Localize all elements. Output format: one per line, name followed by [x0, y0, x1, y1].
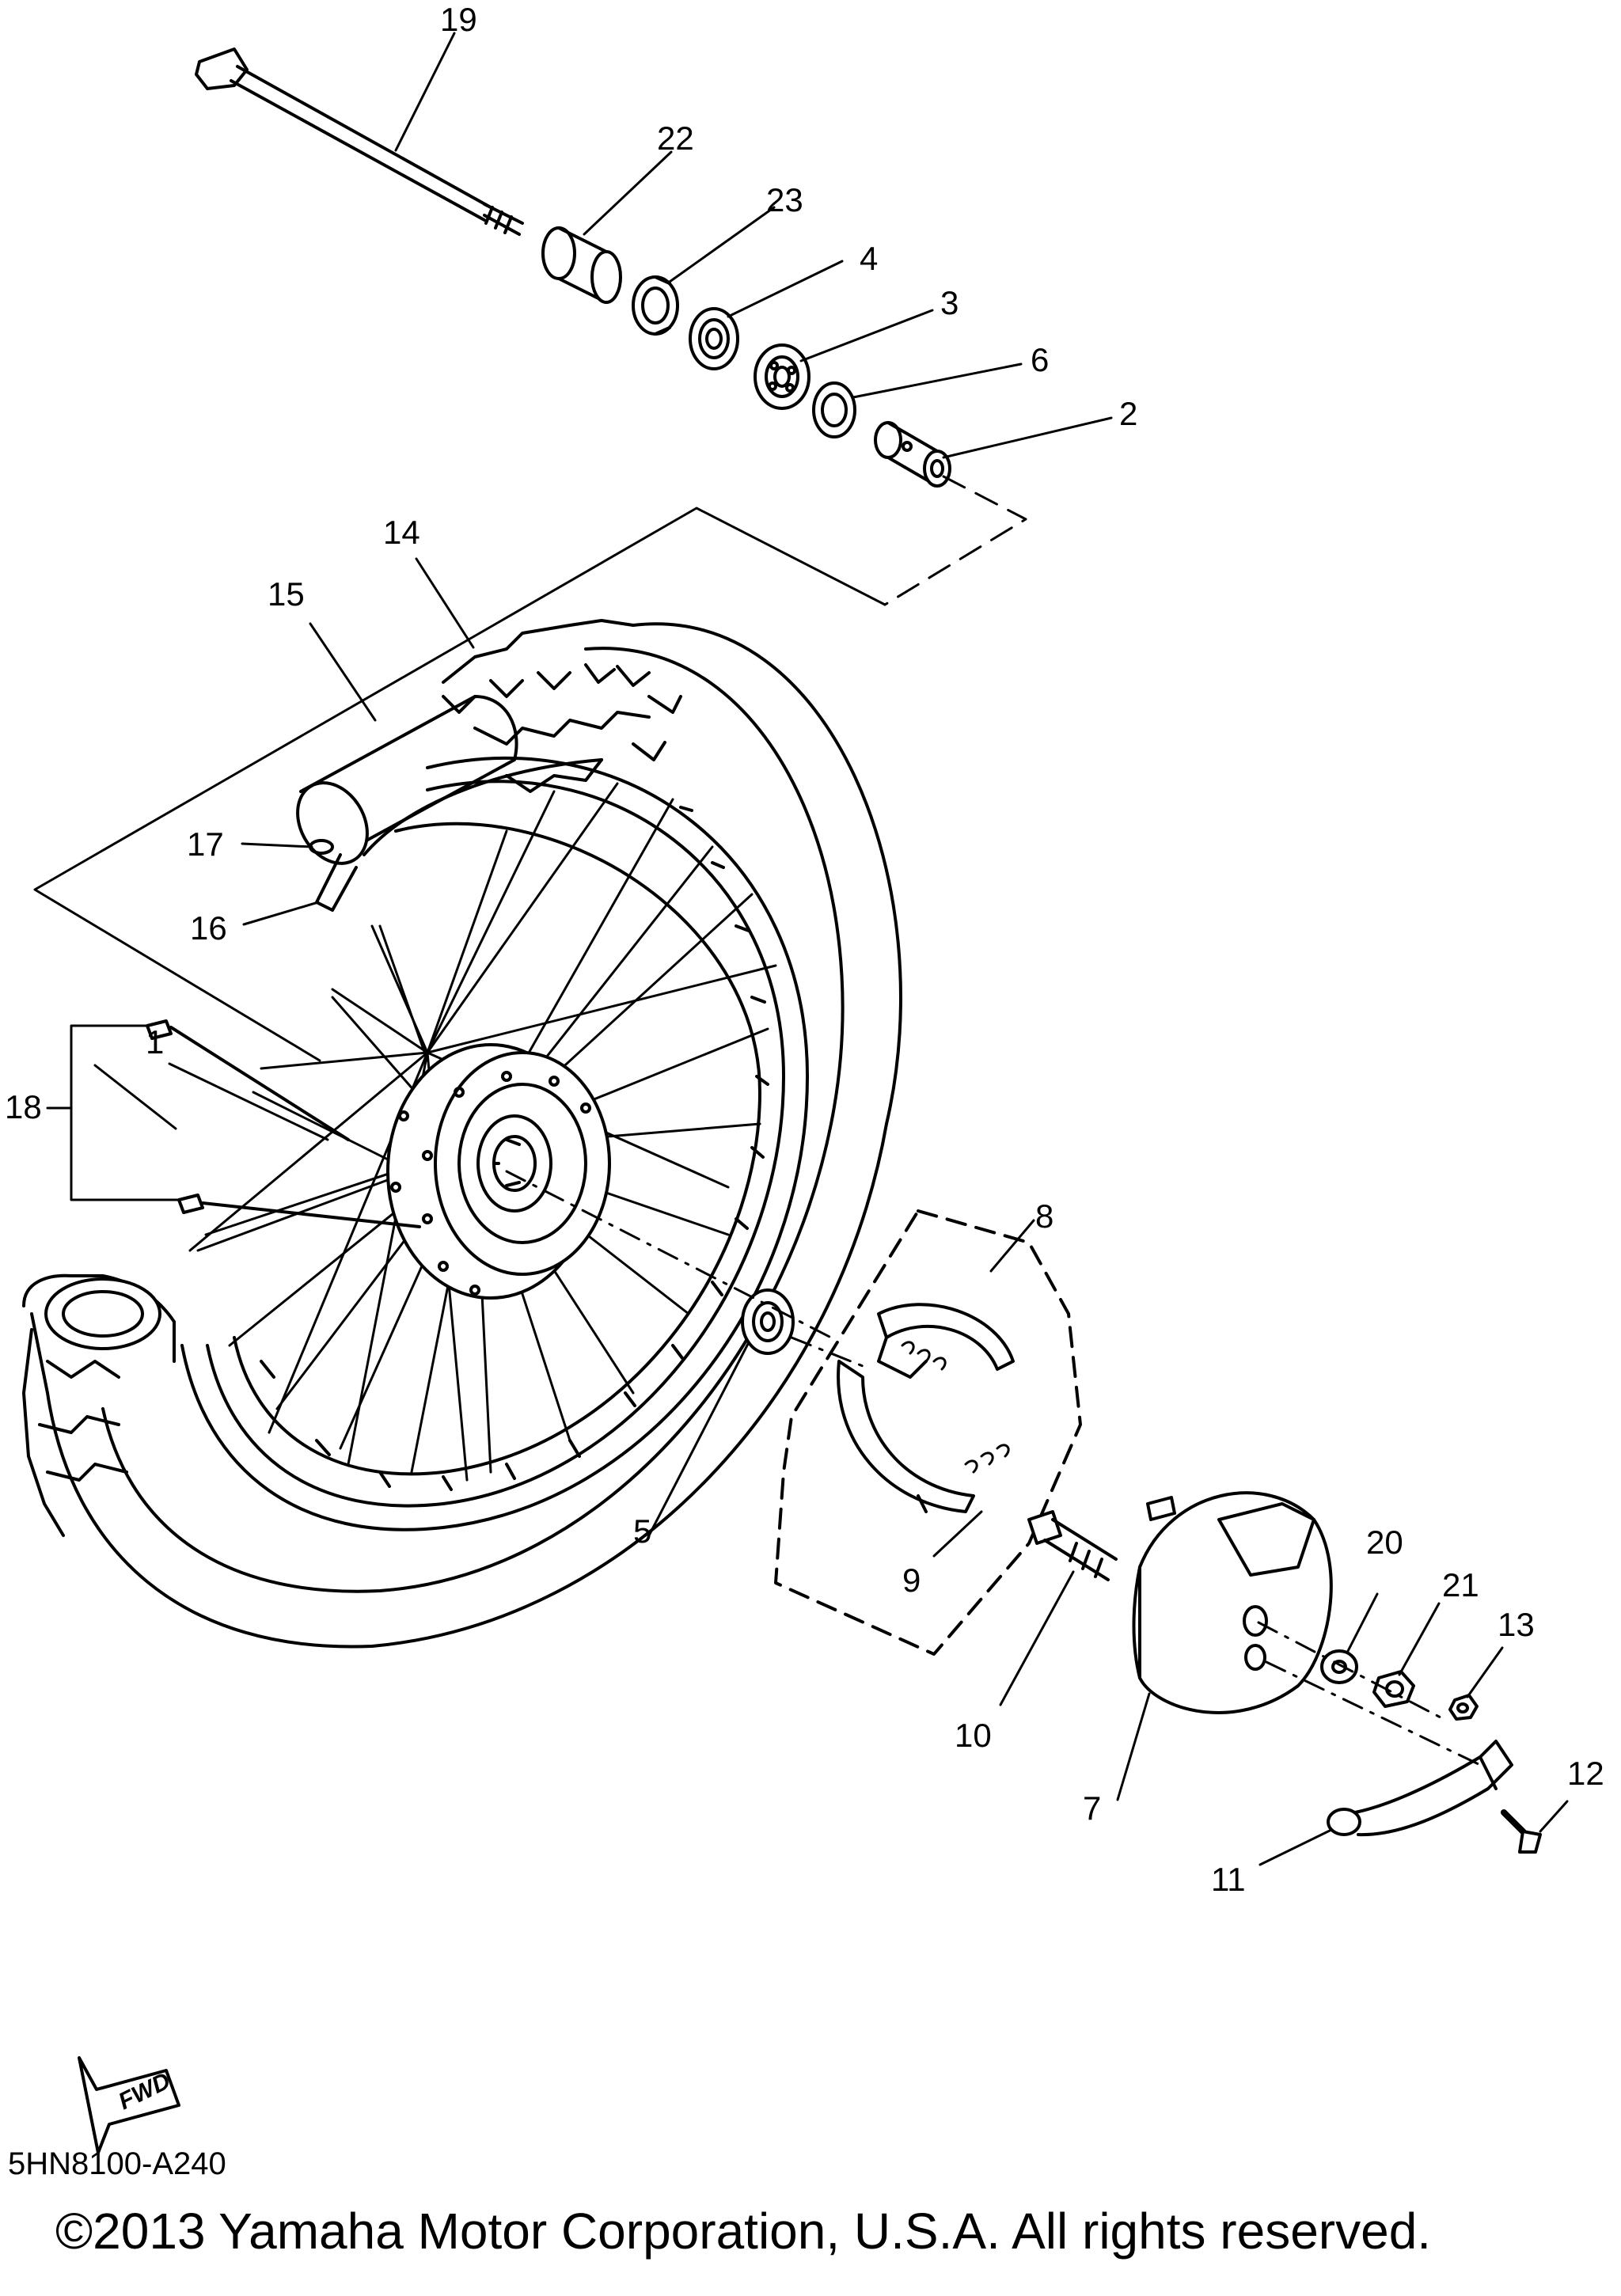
callout-18: 18: [5, 1088, 42, 1125]
callout-4: 4: [860, 240, 879, 277]
brake-shoe-plate: [1132, 1491, 1333, 1714]
leader-lines: [33, 32, 1569, 1866]
bearing-5: [741, 1288, 795, 1355]
callout-17: 17: [187, 825, 224, 863]
nut-13: [1448, 1694, 1479, 1721]
washer: [1320, 1649, 1358, 1684]
bolt-12: [1501, 1809, 1542, 1854]
callout-11: 11: [1211, 1861, 1246, 1898]
callout-5: 5: [633, 1512, 652, 1550]
fwd-arrow: FWD: [78, 2056, 180, 2154]
inner-tube: [296, 695, 603, 912]
bearing-4: [689, 307, 739, 370]
nut-21: [1372, 1670, 1415, 1708]
brake-shoe-set-outline: [774, 1209, 1082, 1656]
callout-12: 12: [1567, 1755, 1604, 1792]
callout-9: 9: [902, 1562, 921, 1599]
callout-16: 16: [190, 909, 227, 947]
brake-shoes: [837, 1303, 1015, 1513]
callout-13: 13: [1498, 1606, 1535, 1643]
camshaft-lever: [1327, 1740, 1513, 1837]
oil-seal: [632, 275, 679, 336]
callout-23: 23: [766, 181, 803, 218]
callout-14: 14: [383, 514, 420, 551]
hub: [386, 1043, 611, 1300]
copyright-notice: ©2013 Yamaha Motor Corporation, U.S.A. A…: [55, 2203, 1432, 2260]
callout-2: 2: [1119, 395, 1138, 432]
callout-15: 15: [268, 575, 305, 613]
callout-10: 10: [955, 1717, 992, 1754]
spoke-nipples: [146, 1019, 421, 1228]
callout-8: 8: [1035, 1197, 1054, 1235]
callout-6: 6: [1031, 341, 1050, 378]
callout-3: 3: [940, 284, 959, 321]
callout-21: 21: [1442, 1566, 1479, 1603]
tire: [22, 619, 902, 1649]
diagram-code: 5HN8100-A240: [8, 2146, 226, 2181]
front-axle: [195, 47, 524, 236]
callout-19: 19: [440, 1, 477, 38]
callout-1: 1: [146, 1023, 165, 1061]
callout-20: 20: [1366, 1524, 1403, 1561]
callout-22: 22: [657, 120, 694, 157]
collar: [541, 226, 622, 304]
camshaft: [1027, 1510, 1118, 1581]
spacer: [874, 421, 951, 488]
bearing-3: [754, 343, 810, 410]
rim: [180, 756, 809, 1531]
oil-seal-6: [812, 381, 856, 438]
callout-7: 7: [1083, 1789, 1102, 1827]
